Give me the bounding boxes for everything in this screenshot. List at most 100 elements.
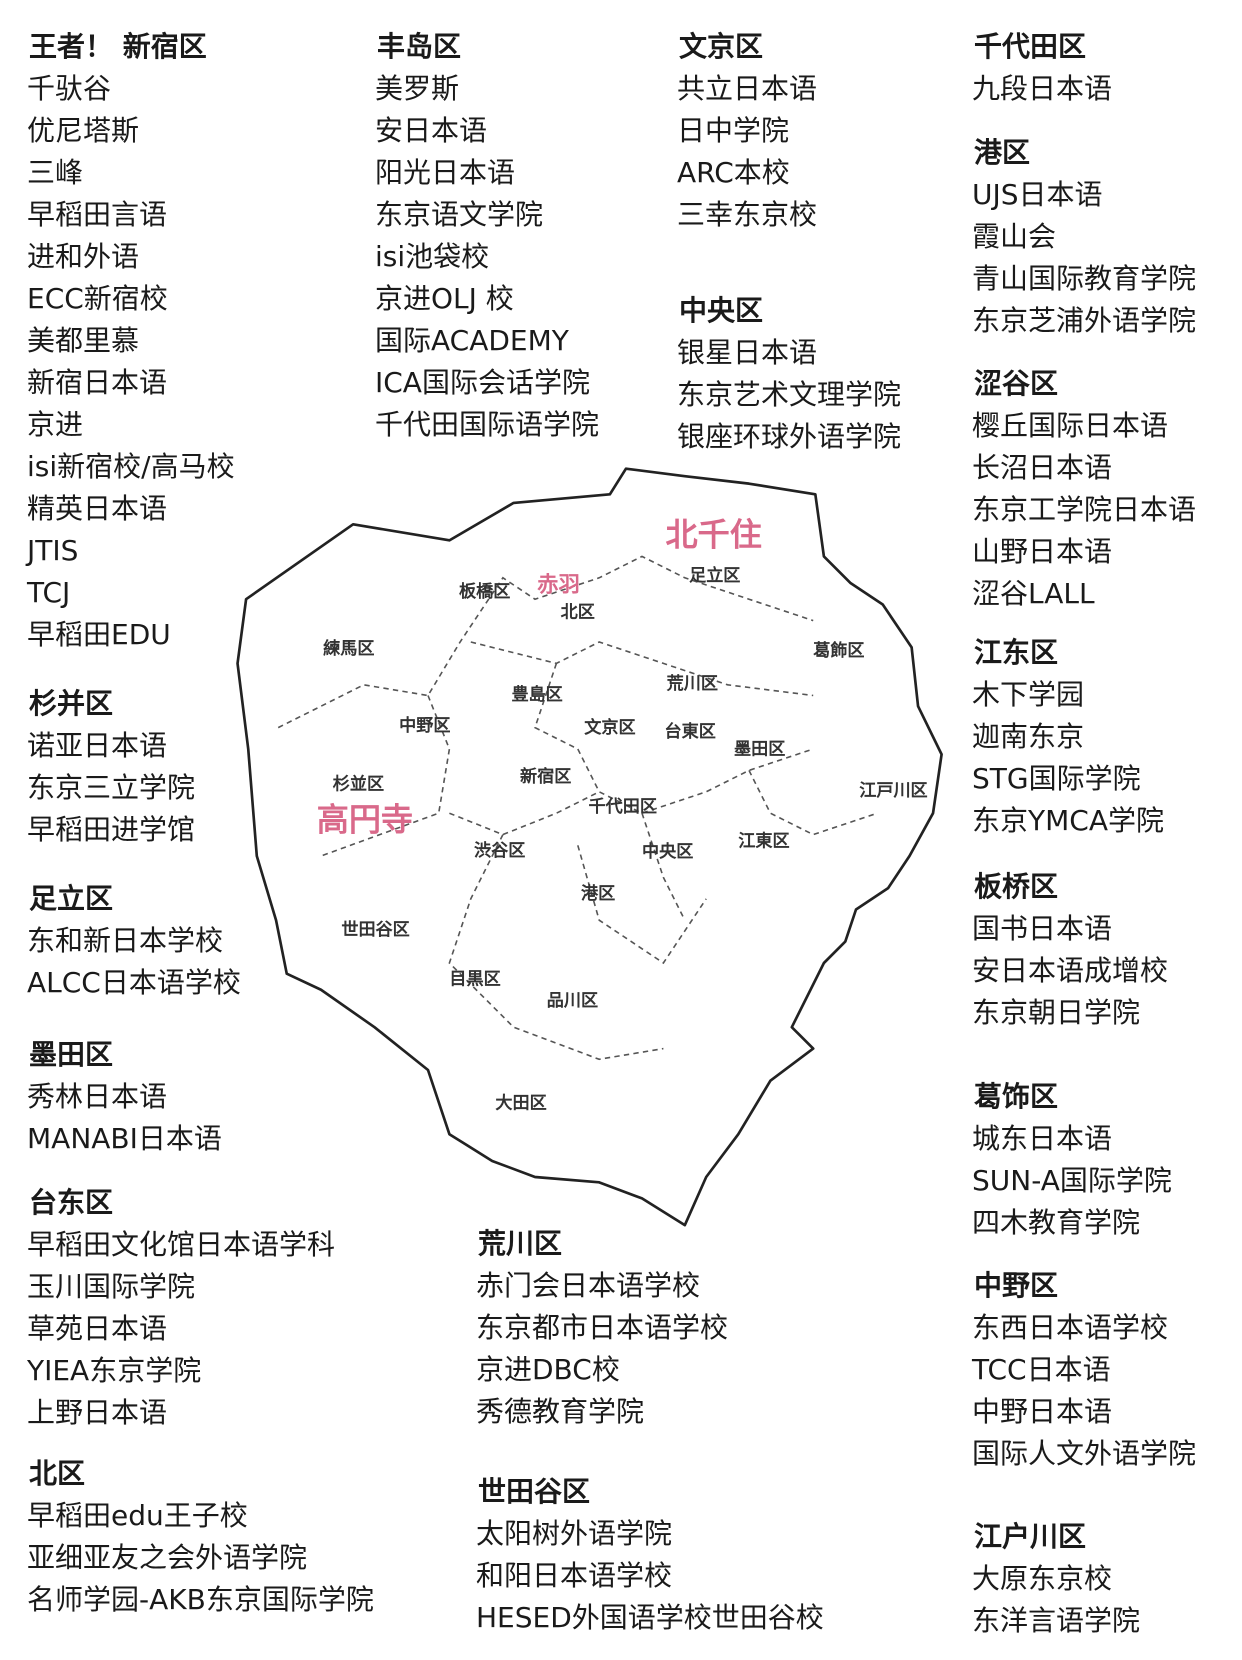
district-heading: 葛饰区 [972, 1076, 1061, 1118]
school-group: 涩谷区樱丘国际日本语长沼日本语东京工学院日本语山野日本语涩谷LALL [972, 363, 1196, 615]
school-item: 东京芝浦外语学院 [972, 304, 1197, 337]
district-heading: 江户川区 [972, 1516, 1089, 1558]
highlight-area-label: 赤羽 [537, 573, 580, 598]
school-item: 涩谷LALL [972, 577, 1095, 610]
school-item: 东京三立学院 [27, 771, 196, 804]
school-item: 和阳日本语学校 [476, 1559, 673, 1592]
school-item: 秀林日本语 [27, 1080, 168, 1113]
district-heading: 北区 [27, 1453, 88, 1495]
district-label: 目黒区 [449, 969, 500, 989]
school-item: 东和新日本学校 [27, 924, 224, 957]
district-label: 葛飾区 [813, 640, 864, 661]
school-item: ARC本校 [677, 156, 790, 189]
district-label: 荒川区 [666, 673, 718, 694]
school-item: 太阳树外语学院 [476, 1517, 673, 1550]
tokyo-outline [236, 467, 943, 1227]
school-item: HESED外国语学校世田谷校 [476, 1601, 824, 1634]
school-item: 安日本语成增校 [972, 954, 1169, 987]
district-label: 板橋区 [459, 581, 510, 602]
district-heading: 台东区 [27, 1182, 116, 1224]
school-item: isi池袋校 [375, 240, 490, 273]
school-item: 东京朝日学院 [972, 996, 1141, 1029]
school-item: 赤门会日本语学校 [476, 1269, 701, 1302]
school-group: 荒川区赤门会日本语学校东京都市日本语学校京进DBC校秀德教育学院 [476, 1223, 728, 1433]
school-item: 京进OLJ 校 [375, 282, 514, 315]
district-heading: 中央区 [677, 290, 766, 332]
district-label: 世田谷区 [341, 919, 409, 940]
school-group: 杉并区诺亚日本语东京三立学院早稻田进学馆 [27, 683, 195, 851]
school-item: 银星日本语 [677, 336, 818, 369]
district-label: 文京区 [584, 717, 635, 738]
district-label: 豊島区 [511, 684, 562, 705]
school-item: 早稻田EDU [27, 618, 171, 651]
school-item: 优尼塔斯 [27, 114, 140, 147]
school-item: 东京都市日本语学校 [476, 1311, 729, 1344]
school-item: 早稻田文化馆日本语学科 [27, 1228, 336, 1261]
district-label: 江東区 [738, 830, 789, 851]
school-item: 早稻田进学馆 [27, 813, 196, 846]
school-item: 诺亚日本语 [27, 729, 168, 762]
school-item: 东京工学院日本语 [972, 493, 1197, 526]
school-item: 阳光日本语 [375, 156, 516, 189]
district-heading: 墨田区 [27, 1034, 116, 1076]
school-group: 江户川区大原东京校东洋言语学院 [972, 1516, 1140, 1642]
district-label: 台東区 [664, 721, 715, 742]
school-item: ECC新宿校 [27, 282, 168, 315]
district-heading: 港区 [972, 132, 1033, 174]
district-label: 渋谷区 [474, 840, 525, 861]
district-label: 中央区 [642, 841, 693, 862]
district-heading: 荒川区 [476, 1223, 565, 1265]
school-item: 樱丘国际日本语 [972, 409, 1169, 442]
district-label: 千代田区 [589, 796, 657, 817]
school-item: 银座环球外语学院 [677, 420, 902, 453]
district-heading: 板桥区 [972, 866, 1061, 908]
school-item: 玉川国际学院 [27, 1270, 196, 1303]
district-heading: 世田谷区 [476, 1471, 593, 1513]
school-item: 早稻田edu王子校 [27, 1499, 248, 1532]
school-item: TCJ [27, 576, 71, 609]
school-item: 美都里慕 [27, 324, 140, 357]
school-item: 千代田国际语学院 [375, 408, 600, 441]
school-item: ALCC日本语学校 [27, 966, 241, 999]
school-item: ICA国际会话学院 [375, 366, 590, 399]
school-item: 京进DBC校 [476, 1353, 620, 1386]
school-item: 九段日本语 [972, 72, 1113, 105]
district-heading: 王者！ 新宿区 [27, 26, 209, 68]
school-item: UJS日本语 [972, 178, 1103, 211]
district-label: 大田区 [495, 1093, 546, 1114]
school-item: 三峰 [27, 156, 84, 189]
district-label: 新宿区 [520, 766, 571, 787]
school-item: 精英日本语 [27, 492, 168, 525]
district-label: 足立区 [689, 565, 740, 586]
school-group: 北区早稻田edu王子校亚细亚友之会外语学院名师学园-AKB东京国际学院 [27, 1453, 374, 1621]
district-label: 練馬区 [323, 638, 374, 659]
school-item: 秀德教育学院 [476, 1395, 645, 1428]
school-item: TCC日本语 [972, 1353, 1111, 1386]
school-item: 千驮谷 [27, 72, 112, 105]
school-item: 安日本语 [375, 114, 488, 147]
district-heading: 千代田区 [972, 26, 1089, 68]
school-item: STG国际学院 [972, 762, 1141, 795]
school-item: JTIS [27, 534, 79, 567]
school-item: YIEA东京学院 [27, 1354, 202, 1387]
school-item: 木下学园 [972, 678, 1085, 711]
school-item: 新宿日本语 [27, 366, 168, 399]
map-labels: 板橋区北区足立区練馬区葛飾区豊島区荒川区中野区文京区台東区墨田区杉並区新宿区千代… [317, 516, 928, 1114]
district-borders [277, 555, 878, 1061]
school-item: 大原东京校 [972, 1562, 1113, 1595]
school-item: 国际人文外语学院 [972, 1437, 1197, 1470]
district-heading: 丰岛区 [375, 26, 464, 68]
school-item: 国际ACADEMY [375, 324, 569, 357]
school-item: 四木教育学院 [972, 1206, 1141, 1239]
school-item: 山野日本语 [972, 535, 1113, 568]
district-label: 港区 [581, 883, 615, 904]
school-item: 京进 [27, 408, 84, 441]
district-heading: 中野区 [972, 1265, 1061, 1307]
